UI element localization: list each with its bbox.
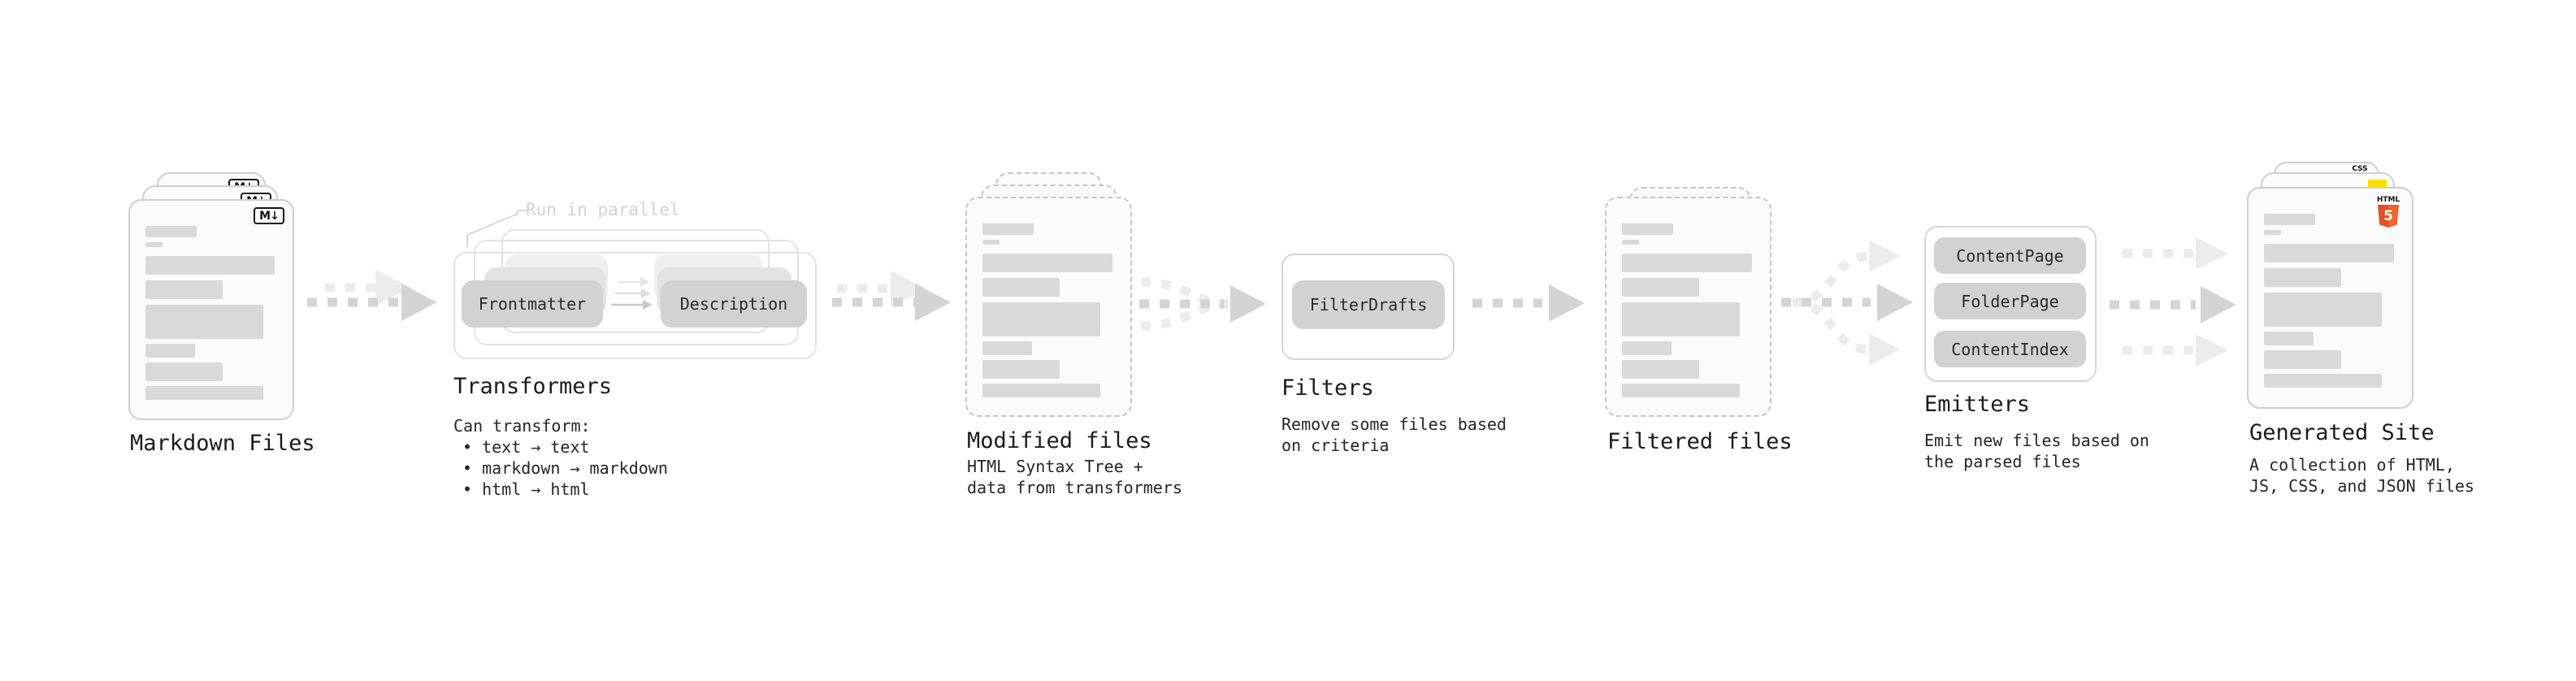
transformer-parallel-arrows-icon: [611, 277, 653, 310]
desc-line: Can transform:: [453, 416, 591, 436]
skeleton-text: [2264, 214, 2396, 388]
stage-description: Remove some files based on criteria: [1281, 414, 1507, 456]
desc-line: the parsed files: [1924, 452, 2081, 471]
stage-generated-site: CSS HTML 5 Generated Site A col: [2247, 162, 2474, 511]
arrow-filters-to-filtered: [1472, 284, 1585, 322]
annotation-leader-line: [466, 210, 527, 247]
desc-line: on criteria: [1281, 436, 1390, 455]
arrowhead-icon: [2196, 334, 2228, 367]
file-card: [965, 197, 1132, 417]
stage-title: Emitters: [1924, 392, 2031, 417]
desc-line: JS, CSS, and JSON files: [2249, 476, 2474, 496]
pill-contentpage: ContentPage: [1934, 237, 2086, 274]
skeleton-text: [982, 223, 1115, 397]
run-in-parallel-label: Run in parallel: [526, 200, 680, 219]
stage-title: Filters: [1281, 375, 1374, 401]
stage-title: Markdown Files: [130, 431, 315, 456]
stage-filtered-files: Filtered files: [1605, 187, 1808, 463]
stage-filters: FilterDrafts Filters Remove some files b…: [1281, 254, 1507, 481]
desc-line: Emit new files based on: [1924, 431, 2149, 450]
bullet-item: • html → html: [462, 479, 590, 499]
arrow-markdown-to-transformers: [307, 270, 437, 321]
arrowhead-icon: [1877, 284, 1913, 321]
stage-markdown-files: M↓ M↓ M↓ Markdown Files: [128, 172, 332, 465]
stage-description: Emit new files based on the parsed files: [1924, 430, 2149, 472]
desc-line: Remove some files based: [1281, 414, 1507, 434]
stage-description: Can transform: • text → text • markdown …: [453, 415, 668, 500]
arrowhead-icon: [401, 284, 437, 321]
arrow-filtered-to-emitters: [1781, 240, 1913, 366]
stage-description: A collection of HTML, JS, CSS, and JSON …: [2249, 454, 2474, 497]
svg-text:5: 5: [2383, 208, 2393, 224]
arrow-modified-to-filters: [1139, 277, 1266, 331]
skeleton-text: [145, 226, 277, 400]
arrowhead-icon: [375, 270, 411, 306]
arrowhead-icon: [2201, 286, 2236, 323]
arrowhead-icon: [915, 284, 951, 321]
pill-description: Description: [661, 280, 807, 327]
arrowhead-icon: [2196, 237, 2228, 270]
svg-text:HTML: HTML: [2377, 196, 2400, 204]
stage-title: Modified files: [967, 428, 1152, 453]
arrow-emitters-to-generated: [2110, 237, 2236, 367]
stage-transformers: Run in parallel Frontmatter Description …: [453, 200, 835, 505]
arrowhead-icon: [891, 271, 926, 306]
markdown-icon: M↓: [254, 207, 284, 224]
stage-modified-files: Modified files HTML Syntax Tree + data f…: [965, 172, 1182, 514]
stage-title: Generated Site: [2249, 420, 2435, 445]
arrowhead-icon: [1230, 285, 1266, 323]
bullet-item: • markdown → markdown: [462, 458, 668, 478]
pill-frontmatter: Frontmatter: [462, 280, 603, 327]
pill-filterdrafts: FilterDrafts: [1292, 280, 1445, 329]
bullet-item: • text → text: [462, 437, 590, 457]
file-card: HTML 5: [2247, 187, 2413, 409]
stage-title: Filtered files: [1607, 429, 1793, 454]
pill-folderpage: FolderPage: [1934, 283, 2086, 319]
desc-line: data from transformers: [967, 478, 1182, 497]
file-card: [1605, 197, 1772, 417]
stage-emitters: ContentPage FolderPage ContentIndex Emit…: [1924, 226, 2149, 486]
arrowhead-icon: [1869, 333, 1900, 366]
desc-line: A collection of HTML,: [2249, 455, 2455, 475]
file-card: M↓: [128, 199, 294, 420]
arrow-transformers-to-modified: [832, 271, 951, 321]
transformer-frame: [453, 252, 817, 359]
html5-icon: HTML 5: [2374, 194, 2402, 233]
skeleton-text: [1622, 223, 1754, 397]
desc-line: HTML Syntax Tree +: [967, 457, 1143, 476]
arrowhead-icon: [1549, 284, 1585, 322]
pill-contentindex: ContentIndex: [1934, 331, 2086, 367]
arrowhead-icon: [1869, 240, 1900, 272]
stage-description: HTML Syntax Tree + data from transformer…: [967, 456, 1182, 498]
stage-title: Transformers: [453, 374, 613, 399]
